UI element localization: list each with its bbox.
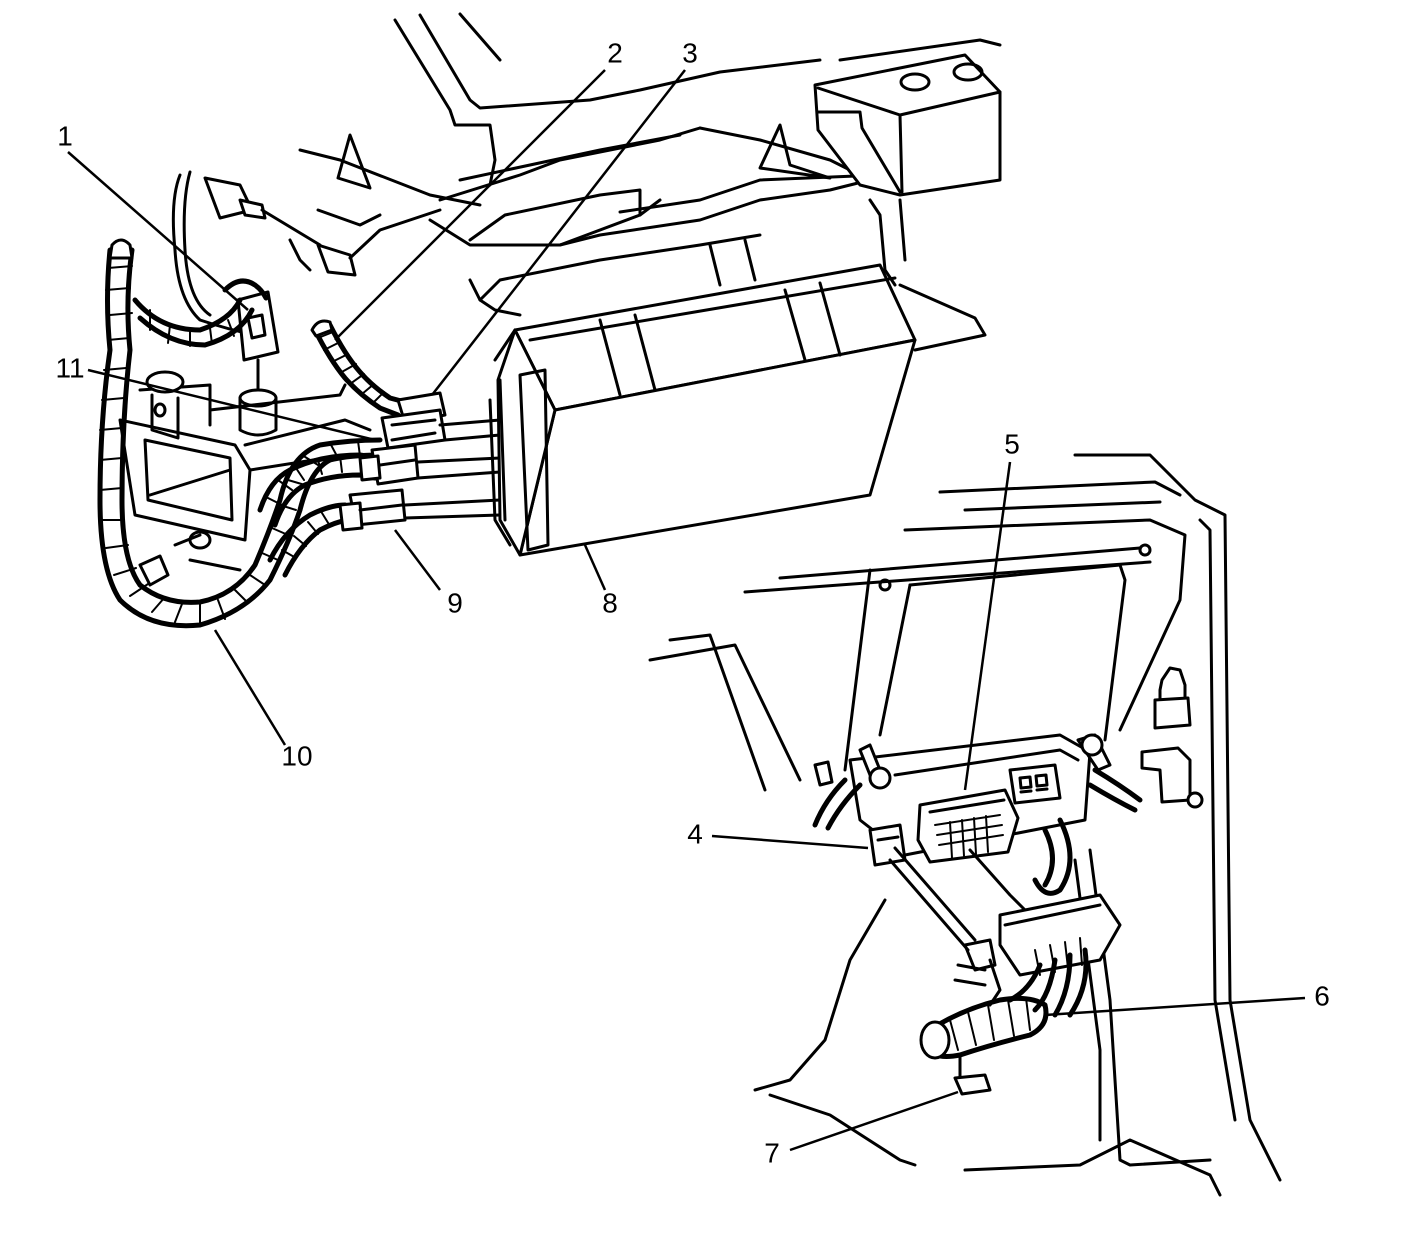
callout-11: 11 bbox=[55, 352, 84, 383]
harness-upper-loop bbox=[132, 297, 255, 348]
lower-panel bbox=[648, 453, 1282, 1197]
leader-10 bbox=[213, 629, 287, 746]
callout-10: 10 bbox=[281, 740, 312, 771]
upper-dash-structure bbox=[298, 12, 1002, 352]
callout-5: 5 bbox=[1004, 428, 1020, 459]
leader-4 bbox=[711, 834, 869, 850]
connectors bbox=[338, 391, 502, 532]
leader-1 bbox=[67, 151, 249, 311]
callout-labels: 1 2 3 4 5 6 7 8 9 10 11 bbox=[55, 37, 1329, 1168]
harness-2 bbox=[310, 319, 408, 418]
module-8 bbox=[488, 263, 917, 557]
harness-lower bbox=[257, 452, 383, 578]
leader-9 bbox=[394, 529, 441, 591]
leader-6 bbox=[1044, 996, 1306, 1017]
callout-9: 9 bbox=[447, 587, 463, 618]
relay-block bbox=[868, 823, 1122, 1096]
callout-6: 6 bbox=[1314, 980, 1330, 1011]
callout-4: 4 bbox=[687, 818, 703, 849]
mounting-bracket bbox=[118, 238, 372, 587]
callout-3: 3 bbox=[682, 37, 698, 68]
leader-lines bbox=[67, 69, 1306, 1152]
leader-3 bbox=[431, 69, 686, 396]
leader-2 bbox=[334, 69, 606, 341]
leader-11 bbox=[87, 368, 376, 442]
callout-8: 8 bbox=[602, 587, 618, 618]
callout-7: 7 bbox=[764, 1137, 780, 1168]
leader-7 bbox=[789, 1090, 959, 1152]
leader-5 bbox=[963, 461, 1012, 791]
module-lower bbox=[812, 733, 1143, 912]
leader-8 bbox=[583, 544, 607, 591]
upper-connector-assembly bbox=[171, 170, 442, 437]
callout-1: 1 bbox=[57, 120, 73, 151]
callout-2: 2 bbox=[607, 37, 623, 68]
